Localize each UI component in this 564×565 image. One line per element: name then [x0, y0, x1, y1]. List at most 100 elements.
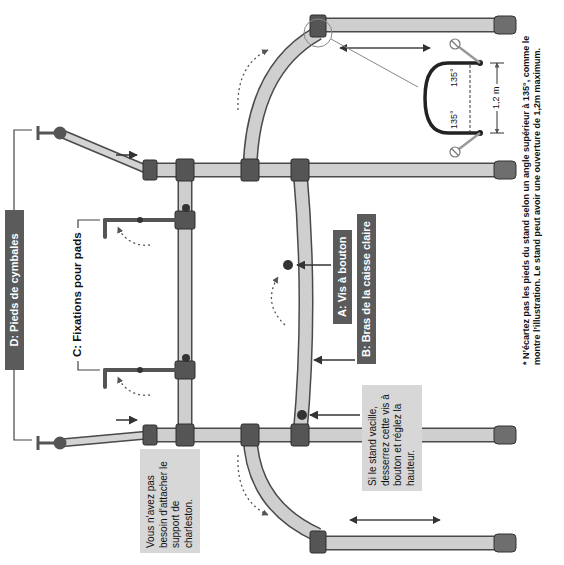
angle-diagram [425, 39, 504, 157]
clamp [291, 159, 309, 181]
angle-diagram [490, 63, 504, 64]
rubber-foot [494, 161, 516, 179]
tube [145, 429, 497, 441]
pointer-arrow [310, 414, 360, 416]
note-box: Si le stand vacille, desserrez cette vis… [362, 385, 422, 491]
pointer-arrow [116, 419, 137, 421]
clamp [291, 424, 309, 446]
node-text: B: Bras de la caisse claire [360, 221, 373, 357]
rubber-foot [494, 426, 516, 444]
knob [182, 204, 190, 212]
tube [60, 133, 148, 443]
pointer-arrow [116, 155, 360, 420]
rubber-foot [494, 16, 516, 34]
pointer-arrow [116, 154, 137, 156]
pointer-arrow [314, 359, 355, 361]
tube-outline [60, 435, 148, 443]
knob [182, 354, 190, 362]
angle-value: 135° [449, 110, 460, 129]
rotation-arrow [118, 227, 150, 245]
rubber-foot [494, 534, 516, 552]
tube-outline [145, 428, 497, 443]
tube-outline [178, 170, 193, 435]
tube-outline [250, 435, 318, 535]
part-label-box: D: Pieds de cymbales [5, 210, 24, 370]
angle-diagram [450, 147, 460, 157]
adjust-arrow [350, 519, 440, 520]
clamp [310, 531, 326, 553]
clamp [176, 159, 194, 181]
part-label-box: B: Bras de la caisse claire [357, 214, 376, 364]
footnote: * N’écartez pas les pieds du stand selon… [521, 35, 543, 365]
clamp [143, 160, 157, 180]
note-box: Vous n’avez pas besoin d’attacher le sup… [140, 449, 200, 553]
tube-outline [300, 170, 306, 435]
node-text: A: Vis à bouton [336, 237, 349, 317]
tube [60, 435, 148, 443]
node-text: Si le stand vacille, desserrez cette vis… [367, 390, 417, 486]
clamp [241, 424, 259, 446]
clamp [143, 425, 157, 445]
angle-value: 135° [449, 68, 460, 87]
tube-outline [145, 163, 497, 178]
clamp [175, 211, 195, 229]
tube-outline [60, 133, 148, 170]
tube [60, 133, 148, 170]
pointer-arrow [297, 264, 331, 266]
tube [318, 537, 497, 549]
tube [318, 19, 497, 31]
bracket-line [14, 130, 100, 440]
cymbal-tilter [39, 442, 55, 445]
tube-outline [318, 18, 497, 33]
adjust-arrow [340, 48, 440, 520]
pad-holder [105, 218, 175, 222]
clamp [310, 15, 326, 37]
tube [250, 33, 318, 170]
angle-diagram [450, 39, 460, 49]
angle-diagram [459, 47, 480, 63]
knob [137, 367, 143, 373]
cymbal-tilter [55, 128, 65, 138]
cymbal-tilter [37, 126, 40, 140]
angle-diagram [452, 41, 459, 48]
cymbal-tilter [38, 126, 65, 450]
angle-diagram [425, 63, 480, 133]
adjust-arrow [340, 47, 430, 48]
pad-holder [103, 370, 107, 387]
clamp [241, 159, 259, 181]
tube [145, 164, 497, 176]
pad-holder [105, 220, 175, 387]
angle-diagram [470, 63, 471, 133]
node-text: D: Pieds de cymbales [8, 217, 21, 363]
knob [283, 260, 293, 270]
angle-diagram [490, 133, 504, 134]
cymbal-tilter [37, 436, 40, 450]
clamp [176, 424, 194, 446]
knob [297, 410, 307, 420]
knob [137, 204, 307, 420]
highlight-leader [304, 19, 332, 47]
highlight-leader [331, 39, 418, 87]
cymbal-tilter [39, 132, 55, 135]
clamp [175, 361, 195, 379]
tube [250, 435, 318, 535]
rotation-arrow [238, 455, 268, 515]
highlight-leader [304, 19, 418, 87]
node-text: Vous n’avez pas besoin d’attacher le sup… [145, 454, 195, 548]
pad-holder [103, 220, 107, 237]
tube-outline [318, 536, 497, 551]
part-label-box: A: Vis à bouton [333, 230, 352, 324]
knob [137, 217, 143, 223]
pad-holder [105, 368, 175, 372]
rotation-arrow [118, 50, 285, 515]
tube [179, 170, 191, 435]
cymbal-tilter [55, 438, 65, 448]
angle-diagram [459, 133, 480, 149]
rotation-arrow [118, 377, 150, 395]
tube-outline [250, 33, 318, 170]
angle-diagram [452, 149, 459, 156]
dimension: 1,2 m [491, 84, 502, 111]
tube-outline [60, 133, 148, 443]
